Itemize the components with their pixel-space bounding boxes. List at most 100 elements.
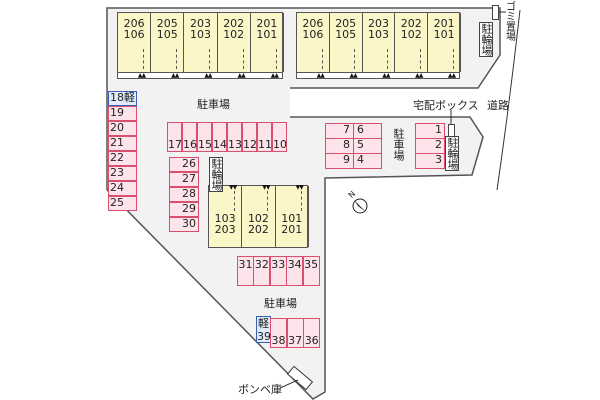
stair-line xyxy=(242,49,244,69)
unit: 202 102 xyxy=(395,13,429,72)
parking-space[interactable]: 4 xyxy=(353,153,382,169)
parking-space[interactable]: 36 xyxy=(303,318,321,348)
parking-space[interactable]: 34 xyxy=(286,256,304,286)
road-edge xyxy=(496,9,521,191)
parking-space[interactable]: 7 xyxy=(325,123,354,139)
unit: 203 103 xyxy=(184,13,218,72)
stair-line xyxy=(275,49,277,69)
unit: 103 203 xyxy=(209,186,243,247)
parking-space[interactable]: 29 xyxy=(169,202,199,217)
parking-space[interactable]: 21 xyxy=(108,136,137,151)
parking-space[interactable]: 5 xyxy=(353,138,382,154)
parking-space[interactable]: 33 xyxy=(269,256,287,286)
parking-space[interactable]: 2 xyxy=(415,138,445,154)
entrance-marker-icon: ▼▼ xyxy=(295,184,304,191)
parking-space[interactable]: 28 xyxy=(169,187,199,202)
unit: 203 103 xyxy=(363,13,396,72)
stair-line xyxy=(233,191,235,211)
parking-space[interactable]: 8 xyxy=(325,138,354,154)
entrance-marker-icon: ▲▲ xyxy=(382,72,390,79)
stair-line xyxy=(209,49,211,69)
stair-line xyxy=(267,191,269,211)
parking-space[interactable]: 22 xyxy=(108,151,137,166)
parking-space[interactable]: 6 xyxy=(353,123,382,139)
parking-label-mid: 駐車場 xyxy=(392,128,405,161)
parking-space[interactable]: 37 xyxy=(286,318,304,348)
parking-space[interactable]: 23 xyxy=(108,166,137,181)
unit: 102 202 xyxy=(242,186,276,247)
parking-space[interactable]: 9 xyxy=(325,153,354,169)
entrance-marker-icon: ▲▲ xyxy=(237,72,246,79)
parking-space[interactable]: 12 xyxy=(242,122,257,152)
parking-space[interactable]: 10 xyxy=(272,122,287,152)
entrance-marker-icon: ▼▼ xyxy=(262,184,270,191)
entrance-marker-icon: ▲▲ xyxy=(137,72,146,79)
building-a-entrances xyxy=(117,72,283,79)
unit: 202 102 xyxy=(218,13,251,72)
stair-line xyxy=(321,49,323,69)
unit: 206 106 xyxy=(297,13,330,72)
gas-storage-label: ボンベ庫 xyxy=(238,383,282,396)
stair-line xyxy=(176,49,178,69)
entrance-marker-icon: ▲▲ xyxy=(171,72,179,79)
parking-space[interactable]: 16 xyxy=(182,122,197,152)
stair-line xyxy=(452,49,454,69)
north-arrow-icon xyxy=(352,198,368,214)
parking-space-kei[interactable]: 軽39 xyxy=(256,316,271,343)
entrance-marker-icon: ▲▲ xyxy=(447,72,456,79)
stair-line xyxy=(354,49,356,69)
building-c: 103 203▼▼102 202▼▼101 201▼▼ xyxy=(208,184,309,248)
parking-label-bottom: 駐車場 xyxy=(264,297,297,310)
unit: 205 105 xyxy=(330,13,363,72)
stair-line xyxy=(387,49,389,69)
parking-space[interactable]: 11 xyxy=(257,122,272,152)
parking-space[interactable]: 17 xyxy=(167,122,182,152)
road-label: 道路 xyxy=(487,99,509,112)
entrance-marker-icon: ▼▼ xyxy=(228,184,237,191)
parking-space[interactable]: 30 xyxy=(169,217,199,232)
parking-space[interactable]: 13 xyxy=(227,122,242,152)
stair-line xyxy=(300,191,302,211)
entrance-marker-icon: ▲▲ xyxy=(349,72,357,79)
entrance-marker-icon: ▲▲ xyxy=(316,72,325,79)
parking-space[interactable]: 14 xyxy=(212,122,227,152)
entrance-marker-icon: ▲▲ xyxy=(270,72,279,79)
stair-line xyxy=(142,49,144,69)
parking-space[interactable]: 27 xyxy=(169,172,199,187)
parking-space[interactable]: 38 xyxy=(270,318,287,348)
garbage-box-icon xyxy=(492,5,499,20)
parking-space[interactable]: 24 xyxy=(108,181,137,196)
lot-boundary-bottom xyxy=(106,116,484,400)
parking-space[interactable]: 31 xyxy=(237,256,254,286)
gas-storage-icon xyxy=(286,365,314,391)
parking-space[interactable]: 18軽 xyxy=(108,91,137,106)
parking-space[interactable]: 15 xyxy=(197,122,212,152)
building-a: 206 106▲▲205 105▲▲203 103▲▲202 102▲▲201 … xyxy=(117,12,284,79)
parking-space[interactable]: 20 xyxy=(108,121,137,136)
unit: 206 106 xyxy=(118,13,152,72)
parking-space[interactable]: 32 xyxy=(253,256,271,286)
garbage-label: ゴミ置場 xyxy=(506,2,516,43)
bike-parking-right: 駐輪場 xyxy=(445,136,459,171)
entrance-marker-icon: ▲▲ xyxy=(415,72,423,79)
parking-space[interactable]: 19 xyxy=(108,106,137,121)
gas-storage-leader xyxy=(279,379,299,389)
unit: 201 101 xyxy=(428,13,461,72)
delivery-box-label: 宅配ボックス xyxy=(413,99,479,112)
parking-space[interactable]: 26 xyxy=(169,157,199,172)
bike-parking-center: 駐輪場 xyxy=(209,157,223,192)
stair-line xyxy=(420,49,421,69)
unit: 205 105 xyxy=(151,13,185,72)
bike-parking-top-right: 駐輪場 xyxy=(479,22,493,57)
unit: 201 101 xyxy=(251,13,284,72)
delivery-box-icon xyxy=(448,124,455,137)
parking-space[interactable]: 35 xyxy=(302,256,320,286)
unit: 101 201 xyxy=(276,186,309,247)
parking-space[interactable]: 25 xyxy=(108,196,137,211)
parking-space[interactable]: 3 xyxy=(415,153,445,169)
entrance-marker-icon: ▲▲ xyxy=(204,72,212,79)
lot-boundary-top xyxy=(106,7,501,190)
parking-label-top: 駐車場 xyxy=(197,98,230,111)
parking-space[interactable]: 1 xyxy=(415,123,445,139)
building-b-entrances xyxy=(296,72,460,79)
